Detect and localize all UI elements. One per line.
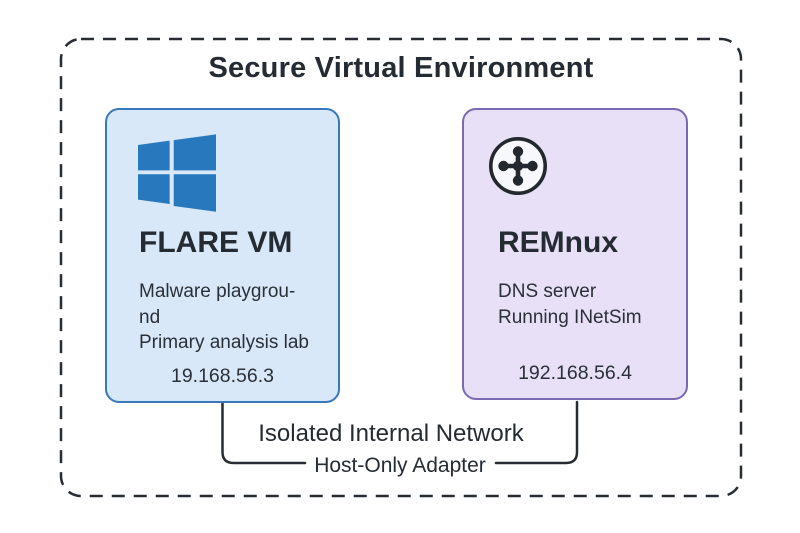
remnux-connector-line <box>494 400 579 465</box>
network-hub-icon <box>487 135 549 202</box>
flare-vm-description-line: Malware playgrou- <box>139 281 296 302</box>
remnux-box: REMnux DNS server Running INetSim 192.16… <box>462 108 688 400</box>
secure-environment-border <box>59 37 743 498</box>
adapter-label: Host-Only Adapter <box>314 454 486 477</box>
flare-vm-box: FLARE VM Malware playgrou- nd Primary an… <box>105 108 340 403</box>
flare-vm-ip-address: 19.168.56.3 <box>170 365 274 387</box>
remnux-description: DNS server Running INetSim <box>498 279 642 330</box>
network-label: Isolated Internal Network <box>258 420 524 447</box>
flare-vm-description-line: nd <box>139 306 161 328</box>
flare-vm-description-line: Primary analysis lab <box>139 332 309 353</box>
remnux-name: REMnux <box>498 226 618 259</box>
remnux-description-line: DNS server <box>498 281 597 302</box>
flare-vm-name: FLARE VM <box>139 226 293 259</box>
windows-logo-icon <box>138 133 217 218</box>
flare-vm-description: Malware playgrou- nd Primary analysis la… <box>139 279 309 356</box>
remnux-description-line: Running INetSim <box>498 306 642 328</box>
environment-title: Secure Virtual Environment <box>208 52 594 84</box>
flare-connector-line <box>221 401 307 465</box>
remnux-ip-address: 192.168.56.4 <box>518 362 632 384</box>
